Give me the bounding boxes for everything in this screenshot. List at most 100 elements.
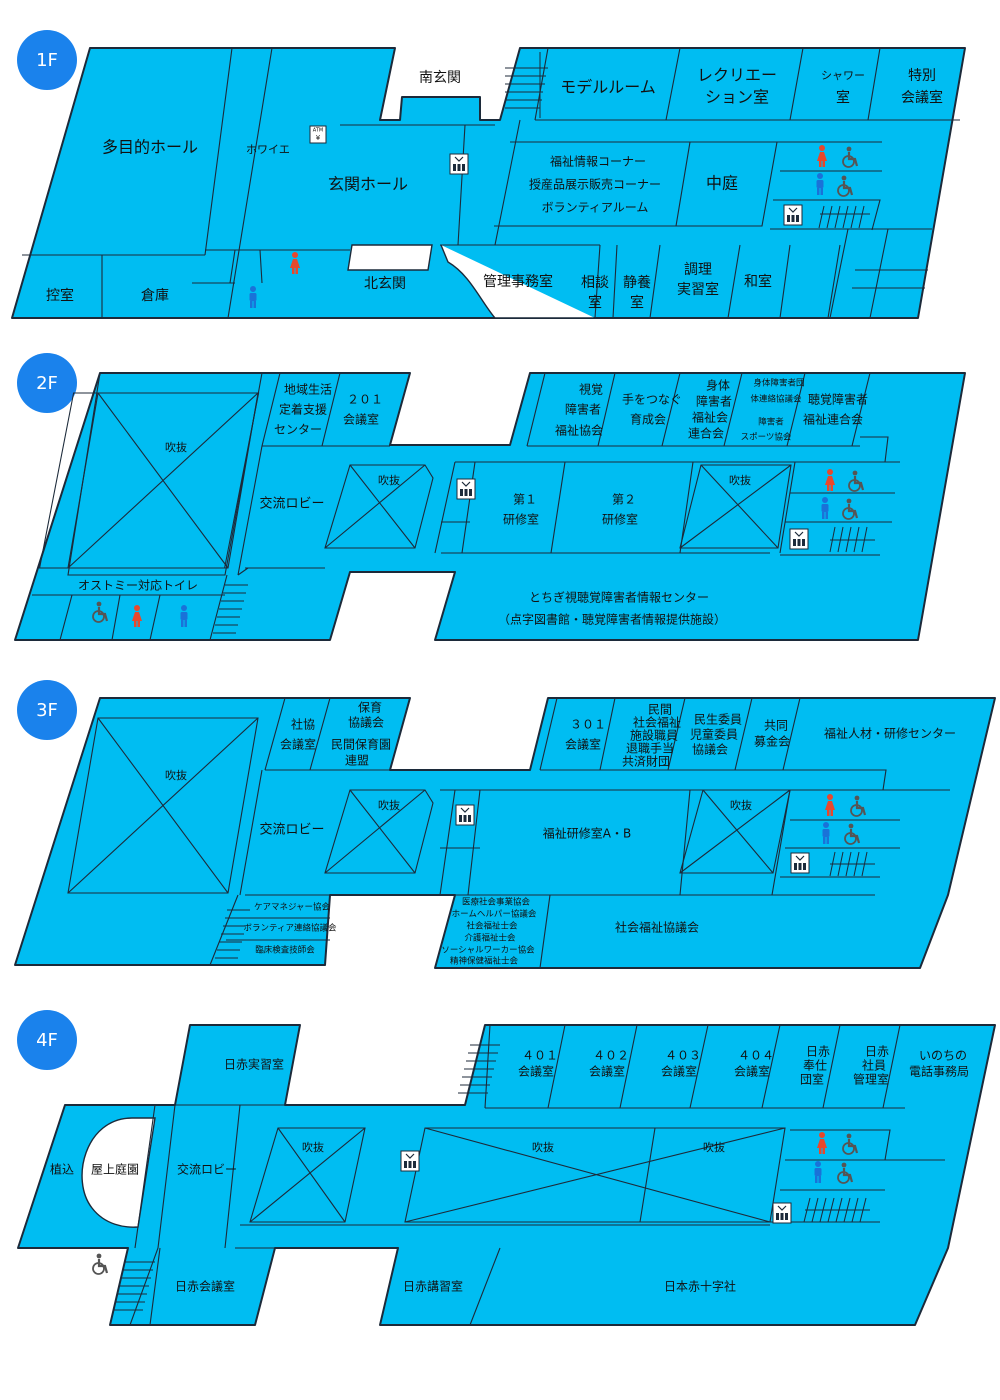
room-training-2b[interactable]: 研修室 (602, 512, 638, 527)
elevator-icon[interactable] (772, 1202, 792, 1224)
org-minsei-1[interactable]: 民生委員 (694, 713, 742, 727)
room-training-1a[interactable]: 第１ (513, 493, 537, 507)
room-201-1[interactable]: ２０１ (347, 393, 383, 407)
room-welfare-info[interactable]: 福祉情報コーナー (550, 154, 646, 169)
room-japanese[interactable]: 和室 (744, 273, 772, 290)
room-community-support-3[interactable]: センター (274, 423, 322, 437)
atm-icon[interactable]: ATM ¥ (309, 125, 327, 144)
org-clinical-lab[interactable]: 臨床検査技師会 (255, 945, 315, 956)
elevator-icon[interactable] (455, 804, 475, 826)
room-model[interactable]: モデルルーム (560, 78, 656, 97)
floor-badge-3f[interactable] (17, 680, 77, 740)
room-shakyo-2[interactable]: 会議室 (280, 737, 316, 752)
room-301-2[interactable]: 会議室 (565, 737, 601, 752)
org-physical-4[interactable]: 連合会 (688, 426, 724, 441)
org-visual-1[interactable]: 視覚 (579, 382, 603, 397)
ostomy-restroom[interactable]: オストミー対応トイレ (78, 579, 198, 593)
room-red-cross-service-1[interactable]: 日赤 (806, 1045, 830, 1059)
elevator-icon[interactable] (400, 1150, 420, 1172)
org-visual-3[interactable]: 福祉協会 (555, 423, 603, 438)
org-psychiatric-social[interactable]: 精神保健福祉士会 (450, 956, 519, 967)
org-nursery-1[interactable]: 保育 (358, 700, 382, 715)
room-lifeline-1[interactable]: いのちの (919, 1049, 967, 1063)
elevator-icon[interactable] (789, 528, 809, 550)
room-waiting[interactable]: 控室 (46, 287, 74, 304)
org-hearing-1[interactable]: 聴覚障害者 (808, 392, 868, 407)
org-hearing-2[interactable]: 福祉連合会 (803, 412, 863, 427)
room-storage[interactable]: 倉庫 (141, 287, 169, 304)
room-red-cross-meeting[interactable]: 日赤会議室 (175, 1279, 235, 1294)
org-social-worker[interactable]: ソーシャルワーカー協会 (441, 945, 535, 956)
room-shower-1[interactable]: シャワー (821, 69, 865, 82)
org-physical-assoc-1[interactable]: 身体障害者団 (753, 378, 804, 389)
org-volunteer-council[interactable]: ボランティア連絡協議会 (244, 923, 337, 934)
org-minsei-3[interactable]: 協議会 (692, 742, 728, 757)
room-special-meeting-1[interactable]: 特別 (908, 68, 936, 84)
elevator-icon[interactable] (783, 204, 803, 226)
room-volunteer[interactable]: ボランティアルーム (542, 201, 649, 215)
org-private-welfare-5[interactable]: 共済財団 (622, 754, 670, 769)
room-community-support-1[interactable]: 地域生活 (284, 383, 332, 397)
room-401-2[interactable]: 会議室 (518, 1064, 554, 1079)
room-consult-2[interactable]: 室 (588, 294, 602, 311)
org-physical-3[interactable]: 福祉会 (692, 410, 728, 425)
room-red-cross-member-1[interactable]: 日赤 (865, 1045, 889, 1059)
room-301-1[interactable]: ３０１ (570, 718, 606, 732)
exchange-lobby[interactable]: 交流ロビー (259, 496, 324, 512)
org-care-manager[interactable]: ケアマネジャー協会 (254, 902, 331, 913)
org-sports-1[interactable]: 障害者 (758, 417, 784, 428)
org-private-welfare-4[interactable]: 退職手当 (626, 742, 674, 756)
room-red-cross-lecture[interactable]: 日赤講習室 (403, 1279, 463, 1294)
room-402-2[interactable]: 会議室 (589, 1064, 625, 1079)
stairs-icon[interactable] (213, 584, 248, 634)
room-red-cross-training[interactable]: 日赤実習室 (224, 1057, 284, 1072)
room-social-welfare-council[interactable]: 社会福祉協議会 (615, 920, 699, 935)
stairs-icon[interactable] (113, 1261, 155, 1311)
room-recreation-1[interactable]: レクリエー (697, 66, 777, 85)
room-recreation-2[interactable]: ション室 (705, 88, 769, 107)
org-ikuseikai-1[interactable]: 手をつなぐ (622, 393, 682, 407)
room-lifeline-2[interactable]: 電話事務局 (909, 1064, 969, 1079)
room-welfare-hr-center[interactable]: 福祉人材・研修センター (824, 726, 956, 741)
org-nursery-2[interactable]: 協議会 (348, 715, 384, 730)
room-special-meeting-2[interactable]: 会議室 (901, 89, 943, 106)
room-cooking-2[interactable]: 実習室 (677, 281, 719, 298)
floor-badge-1f[interactable] (17, 30, 77, 90)
south-entrance[interactable]: 南玄関 (419, 69, 461, 86)
room-community-support-2[interactable]: 定着支援 (279, 402, 327, 417)
org-care-worker[interactable]: 介護福祉士会 (464, 933, 516, 944)
room-foyer[interactable]: ホワイエ (246, 143, 290, 156)
org-physical-2[interactable]: 障害者 (696, 394, 732, 409)
elevator-icon[interactable] (456, 478, 476, 500)
org-physical-assoc-2[interactable]: 体連絡協議会 (750, 394, 802, 405)
room-red-cross-member-2[interactable]: 社員 (862, 1058, 886, 1073)
room-admin-office[interactable]: 管理事務室 (483, 273, 553, 290)
org-ikuseikai-2[interactable]: 育成会 (630, 412, 666, 427)
org-private-welfare-3[interactable]: 施設職員 (630, 728, 678, 743)
elevator-icon[interactable] (790, 852, 810, 874)
room-training-1b[interactable]: 研修室 (503, 512, 539, 527)
room-red-cross-service-2[interactable]: 奉仕 (803, 1059, 827, 1073)
stairs-icon[interactable] (818, 205, 870, 229)
elevator-icon[interactable] (449, 153, 469, 175)
org-private-nursery-1[interactable]: 民間保育園 (331, 737, 391, 752)
org-minsei-2[interactable]: 児童委員 (690, 727, 738, 742)
info-center-sub[interactable]: （点字図書館・聴覚障害者情報提供施設） (498, 612, 726, 627)
rooftop-garden[interactable]: 屋上庭園 (91, 1162, 139, 1177)
info-center[interactable]: とちぎ視聴覚障害者情報センター (529, 590, 709, 605)
room-rest-2[interactable]: 室 (630, 294, 644, 311)
room-401-1[interactable]: ４０１ (522, 1049, 558, 1063)
room-training-2a[interactable]: 第２ (612, 493, 636, 507)
north-entrance[interactable]: 北玄関 (364, 275, 406, 292)
org-community-chest-2[interactable]: 募金会 (754, 734, 790, 749)
org-sports-2[interactable]: スポーツ協会 (741, 432, 792, 443)
org-private-welfare-2[interactable]: 社会福祉 (633, 715, 681, 730)
room-403-1[interactable]: ４０３ (665, 1049, 701, 1063)
room-japanese-red-cross[interactable]: 日本赤十字社 (664, 1279, 736, 1294)
stairs-icon[interactable] (829, 851, 875, 877)
stairs-icon[interactable] (458, 1044, 500, 1094)
room-product-sales[interactable]: 授産品展示販売コーナー (529, 177, 661, 192)
entrance-hall[interactable]: 玄関ホール (328, 175, 408, 194)
org-physical-1[interactable]: 身体 (706, 378, 730, 393)
stairs-icon[interactable] (829, 526, 875, 553)
